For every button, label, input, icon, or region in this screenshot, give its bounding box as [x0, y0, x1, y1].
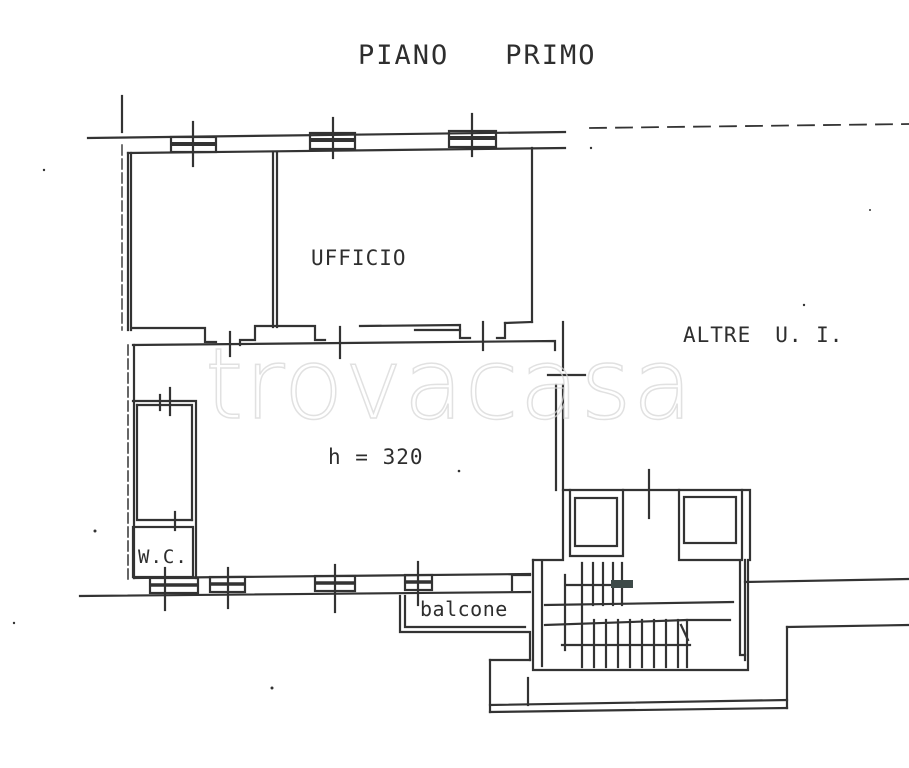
other-units-word-1: ALTRE [683, 323, 752, 347]
watermark-logo: trovacasa [204, 327, 694, 443]
room-label-office: UFFICIO [311, 246, 407, 270]
other-units-word-2: U. I. [775, 323, 844, 347]
top-outer-wall [86, 130, 567, 140]
plan-title: PIANO PRIMO [358, 40, 597, 71]
title-word-2: PRIMO [505, 40, 597, 71]
room-label-wc: W.C. [138, 546, 188, 568]
ceiling-height-label: h = 320 [328, 445, 424, 469]
title-word-1: PIANO [358, 40, 450, 71]
room-label-balcony: balcone [420, 597, 508, 621]
room-label-other-units: ALTRE U. I. [683, 323, 843, 347]
